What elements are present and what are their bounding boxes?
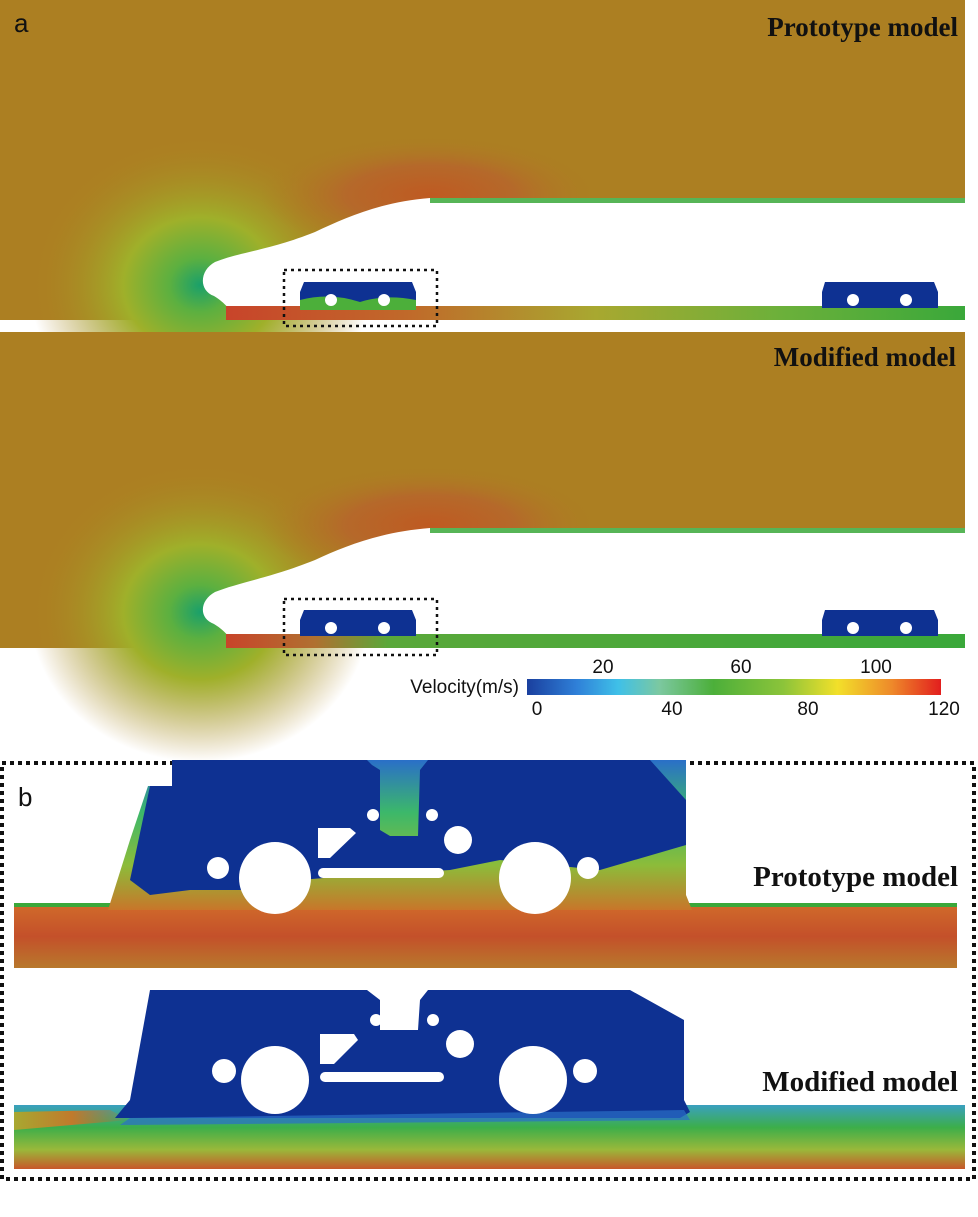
roof-boundary-layer [430, 198, 965, 203]
roof-boundary-layer [430, 528, 965, 533]
panel-b-modified-closeup: Modified model [14, 990, 965, 1169]
ground-flow [14, 905, 957, 968]
axlebox-rear [573, 1059, 597, 1083]
bolt-right [426, 809, 438, 821]
bolt-left [367, 809, 379, 821]
bogie-frame-fairing [115, 990, 690, 1118]
front-wheel-1 [325, 622, 337, 634]
bracket-cutout [318, 828, 356, 858]
damper-hole [446, 1030, 474, 1058]
panel-a-modified-contour: Modified model [0, 332, 966, 762]
axlebox-rear [577, 857, 599, 879]
wheel-front [241, 1046, 309, 1114]
wheel-rear [499, 842, 571, 914]
colorbar-gradient [527, 679, 941, 695]
colorbar-tick-40: 40 [661, 699, 682, 720]
wheel-rear [499, 1046, 567, 1114]
underbody-gap-flow [226, 634, 965, 648]
rear-wheel-1 [847, 294, 859, 306]
prototype-model-title: Prototype model [767, 12, 958, 42]
rear-bogie [822, 282, 938, 308]
bolt-right [427, 1014, 439, 1026]
transverse-beam [318, 868, 444, 878]
panel-a-letter: a [14, 8, 29, 38]
axlebox-front [207, 857, 229, 879]
axlebox-front [212, 1059, 236, 1083]
transverse-beam [320, 1072, 444, 1082]
modified-model-title: Modified model [774, 342, 957, 372]
panel-b-modified-title: Modified model [762, 1066, 958, 1098]
velocity-colorbar: Velocity(m/s) 20 60 100 0 40 80 120 [410, 657, 960, 720]
front-wheel-2 [378, 622, 390, 634]
rear-wheel-2 [900, 622, 912, 634]
colorbar-label: Velocity(m/s) [410, 677, 519, 698]
bracket-cutout [320, 1034, 358, 1064]
colorbar-tick-20: 20 [592, 657, 613, 678]
front-bogie [300, 610, 416, 636]
fairing-shear-layer [120, 1110, 690, 1125]
front-wheel-2 [378, 294, 390, 306]
rear-wheel-1 [847, 622, 859, 634]
colorbar-tick-60: 60 [730, 657, 751, 678]
colorbar-tick-100: 100 [860, 657, 892, 678]
panel-b-frame [0, 761, 976, 1181]
colorbar-tick-0: 0 [532, 699, 543, 720]
leading-flow-region [14, 1110, 130, 1130]
front-wheel-1 [325, 294, 337, 306]
rear-wheel-2 [900, 294, 912, 306]
bolt-left [370, 1014, 382, 1026]
panel-b-prototype-title: Prototype model [753, 861, 958, 893]
rear-bogie [822, 610, 938, 636]
colorbar-tick-120: 120 [928, 699, 960, 720]
panel-b-letter: b [18, 782, 32, 812]
wheel-front [239, 842, 311, 914]
panel-b-prototype-closeup: Prototype model [14, 760, 958, 968]
colorbar-tick-80: 80 [797, 699, 818, 720]
damper-hole [444, 826, 472, 854]
